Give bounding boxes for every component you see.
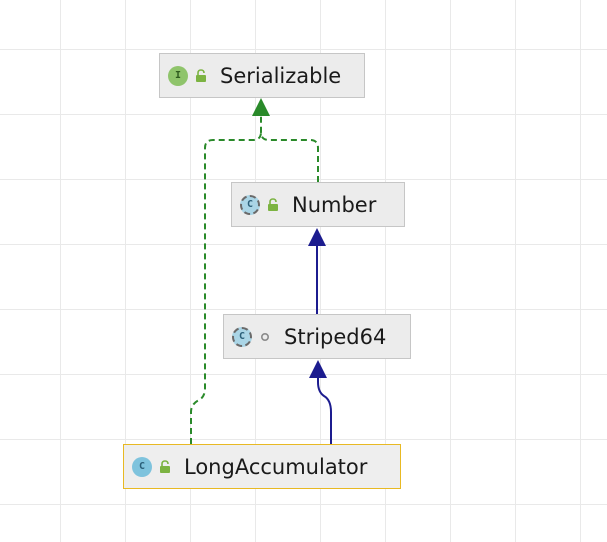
node-label-longaccumulator: LongAccumulator (184, 454, 368, 479)
interface-badge-icon: I (168, 65, 188, 86)
extends-arrowhead-number (308, 228, 326, 246)
open-lock-icon (266, 197, 280, 212)
edge-longaccumulator-extends-striped64[interactable] (317, 376, 332, 444)
package-private-dot-icon (258, 330, 272, 344)
node-striped64[interactable]: C Striped64 (223, 314, 411, 359)
edge-number-implements-serializable[interactable] (260, 116, 319, 182)
edge-longaccumulator-implements-serializable[interactable] (190, 131, 262, 444)
abstract-class-badge-icon: C (240, 194, 260, 215)
abstract-class-badge-icon: C (232, 326, 252, 347)
node-serializable[interactable]: I Serializable (159, 53, 365, 98)
implements-arrowhead (252, 98, 270, 116)
class-badge-icon: C (132, 456, 152, 477)
node-label-serializable: Serializable (220, 63, 342, 88)
node-label-striped64: Striped64 (284, 324, 387, 349)
node-label-number: Number (292, 192, 377, 217)
node-longaccumulator[interactable]: C LongAccumulator (123, 444, 401, 489)
node-number[interactable]: C Number (231, 182, 405, 227)
open-lock-icon (194, 68, 208, 83)
open-lock-icon (158, 459, 172, 474)
extends-arrowhead-striped64 (309, 360, 327, 378)
